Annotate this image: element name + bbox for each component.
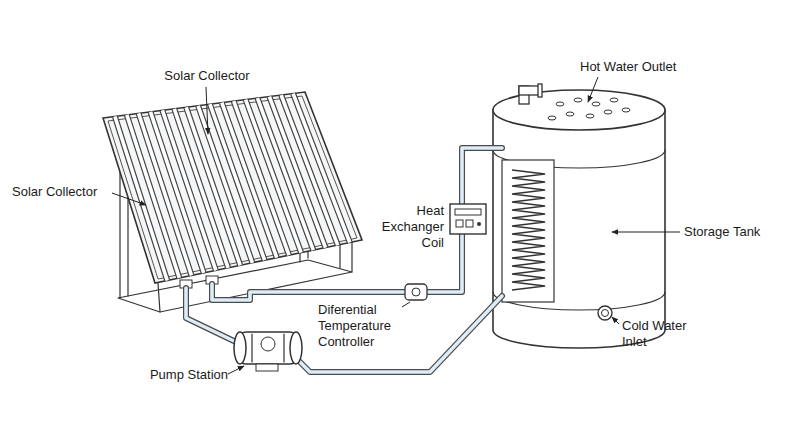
controller-box bbox=[450, 204, 486, 234]
leader-line bbox=[112, 193, 146, 205]
leader-line bbox=[612, 317, 619, 324]
callout-label: Storage Tank bbox=[684, 224, 784, 240]
pump-station bbox=[234, 332, 302, 371]
heat-exchanger-coil bbox=[502, 160, 554, 302]
callout-label: Pump Station bbox=[130, 367, 228, 383]
callout-label: Solar Collector bbox=[12, 184, 112, 200]
solar-collector-panel bbox=[103, 92, 362, 288]
cold-water-inlet bbox=[598, 306, 612, 320]
callout-label: Diferential Temperature Controller bbox=[318, 302, 402, 350]
leader-line bbox=[228, 366, 244, 374]
leader-line bbox=[206, 87, 208, 134]
hot-water-outlet-pipe bbox=[519, 84, 542, 104]
callout-label: Heat Exchanger Coil bbox=[372, 203, 444, 251]
leader-lines bbox=[112, 77, 680, 374]
storage-tank bbox=[493, 90, 665, 348]
flow-meter bbox=[405, 284, 427, 300]
leader-line bbox=[612, 232, 680, 233]
callout-label: Cold Water Inlet bbox=[622, 318, 702, 350]
pipe-loop bbox=[186, 148, 502, 372]
callout-label: Hot Water Outlet bbox=[580, 59, 720, 75]
leader-line bbox=[588, 77, 598, 102]
leader-line bbox=[402, 302, 410, 307]
callout-label: Solar Collector bbox=[152, 68, 262, 84]
